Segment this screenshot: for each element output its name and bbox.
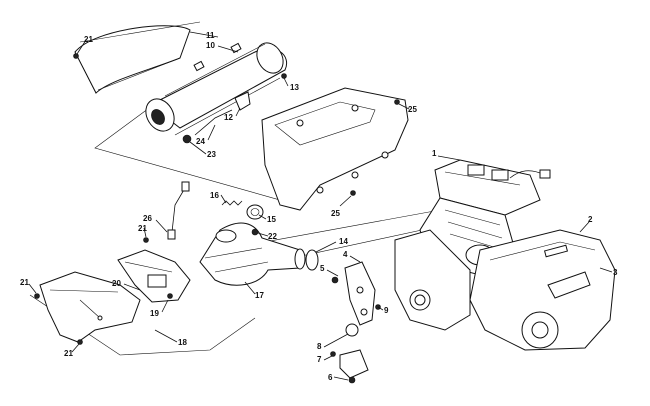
callout-8: 8 xyxy=(317,342,322,351)
callout-25-lower: 25 xyxy=(331,209,340,218)
callout-21-left: 21 xyxy=(20,278,29,287)
callout-20: 20 xyxy=(112,279,121,288)
callout-23: 23 xyxy=(207,150,216,159)
callout-13: 13 xyxy=(290,83,299,92)
callout-21-bottom: 21 xyxy=(64,349,73,358)
lower-heat-shield xyxy=(39,271,141,343)
mount-pin xyxy=(330,351,336,357)
callout-12: 12 xyxy=(224,113,233,122)
exhaust-gasket xyxy=(305,249,319,271)
callout-10: 10 xyxy=(206,41,215,50)
mount-bolt xyxy=(331,276,339,284)
callout-7: 7 xyxy=(317,355,322,364)
callout-9: 9 xyxy=(384,306,389,315)
shield-screw-bottom xyxy=(77,339,83,345)
callout-25-upper: 25 xyxy=(408,105,417,114)
callout-24: 24 xyxy=(196,137,205,146)
header-nut xyxy=(251,228,259,236)
header-heat-shield xyxy=(117,249,191,303)
shield-screw-mid xyxy=(143,237,149,243)
callout-22: 22 xyxy=(268,232,277,241)
callout-17: 17 xyxy=(255,291,264,300)
drain-tube xyxy=(194,109,233,136)
leader-lines xyxy=(28,31,613,381)
callout-26: 26 xyxy=(143,214,152,223)
callout-14: 14 xyxy=(339,237,348,246)
o2-sensor-wire xyxy=(171,187,186,233)
callout-5: 5 xyxy=(320,264,325,273)
shield-screw-upper xyxy=(394,99,400,105)
callout-4: 4 xyxy=(343,250,348,259)
callout-18: 18 xyxy=(178,338,187,347)
muffler-screw xyxy=(281,73,287,79)
callout-11: 11 xyxy=(206,31,215,40)
muffler xyxy=(74,21,288,136)
exhaust-header-pipe xyxy=(199,222,306,286)
engine-group-line xyxy=(247,209,441,246)
engine xyxy=(394,159,616,351)
shield-screw-left xyxy=(34,293,40,299)
mount-nut-lower xyxy=(348,376,356,384)
callout-21-mid: 21 xyxy=(138,224,147,233)
rubber-mount xyxy=(339,349,369,379)
o2-sensor xyxy=(181,181,190,192)
callout-16: 16 xyxy=(210,191,219,200)
shield-screw-lower xyxy=(350,190,356,196)
engine-group-line-2 xyxy=(291,224,446,259)
exhaust-heat-shield xyxy=(261,87,409,211)
cover-screw-top xyxy=(73,53,79,59)
callout-19: 19 xyxy=(150,309,159,318)
callout-15: 15 xyxy=(267,215,276,224)
muffler-nut xyxy=(182,134,192,144)
callout-6: 6 xyxy=(328,373,333,382)
callout-2: 2 xyxy=(588,215,593,224)
callout-21-top: 21 xyxy=(84,35,93,44)
mount-washer xyxy=(345,323,359,337)
callout-3: 3 xyxy=(613,268,618,277)
exhaust-clamp xyxy=(246,204,264,220)
muffler-bracket xyxy=(234,91,251,111)
callout-1: 1 xyxy=(432,149,437,158)
bracket-screw xyxy=(167,293,173,299)
